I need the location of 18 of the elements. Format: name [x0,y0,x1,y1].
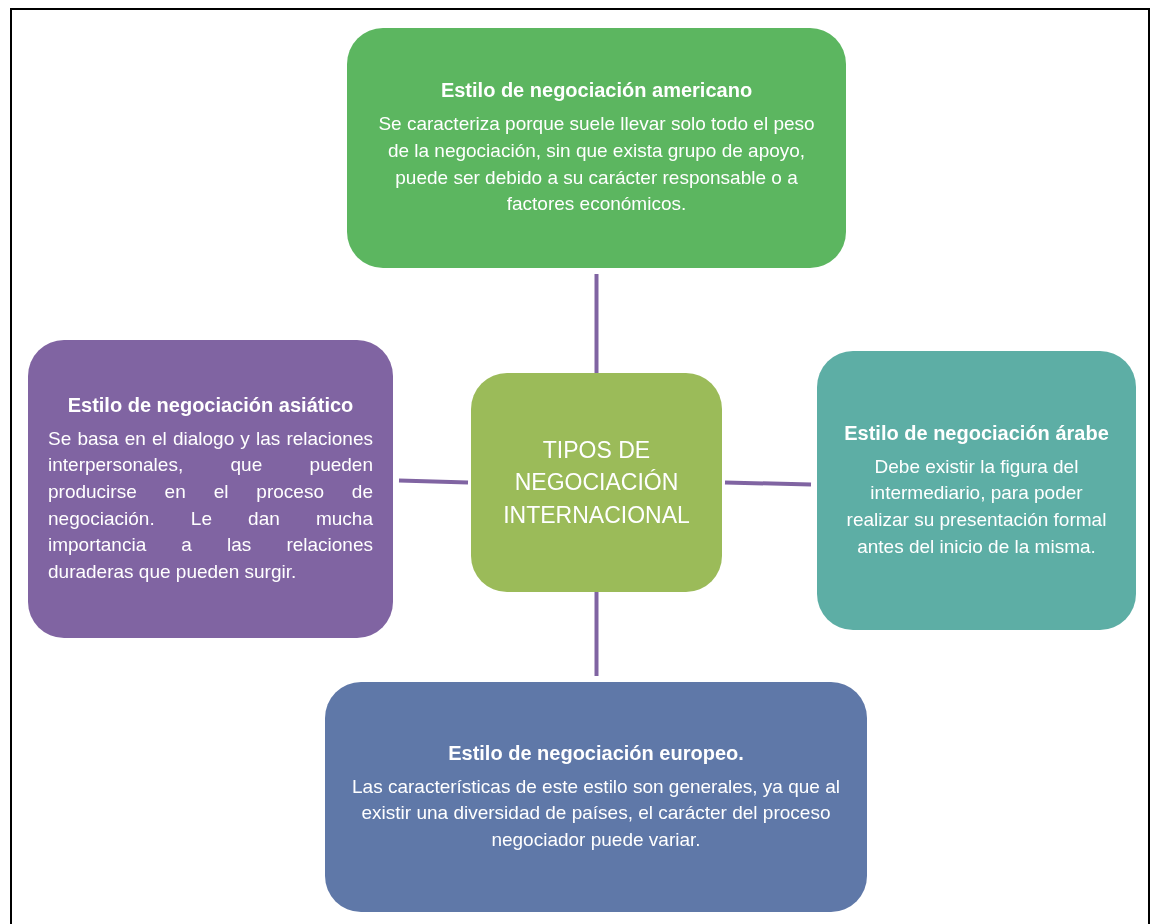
connector-line [594,274,599,373]
card-description: Debe existir la figura del intermediario, para poder realizar su presentación formal antes del inicio de la misma. [845,454,1108,559]
card-description: Se basa en el dialogo y las relaciones interpersonales, que pueden producirse en el proceso de negociación. Le dan mucha importancia a las relaciones duraderas que pueden surgir. [48,426,373,584]
card-heading: Estilo de negociación árabe [843,420,1110,446]
central-topic-box [471,373,722,592]
style-card [28,340,393,638]
style-card [347,28,846,268]
style-card [325,682,867,912]
style-card [817,351,1136,630]
connector-line [594,592,599,676]
central-title: TIPOS DE NEGOCIACIÓN INTERNACIONAL [502,436,691,530]
card-description: Se caracteriza porque suele llevar solo todo el peso de la negociación, sin que exista grupo de apoyo, puede ser debido a su carácter responsable o a factores económicos. [377,112,816,217]
card-heading: Estilo de negociación americano [439,78,754,104]
card-heading: Estilo de negociación asiático [66,392,355,418]
connector-line [724,480,812,487]
card-description: Las características de este estilo son generales, ya que al existir una diversidad de países, el carácter del proceso negociador puede variar. [351,774,841,852]
card-heading: Estilo de negociación europeo. [447,740,745,766]
connector-line [398,478,469,485]
